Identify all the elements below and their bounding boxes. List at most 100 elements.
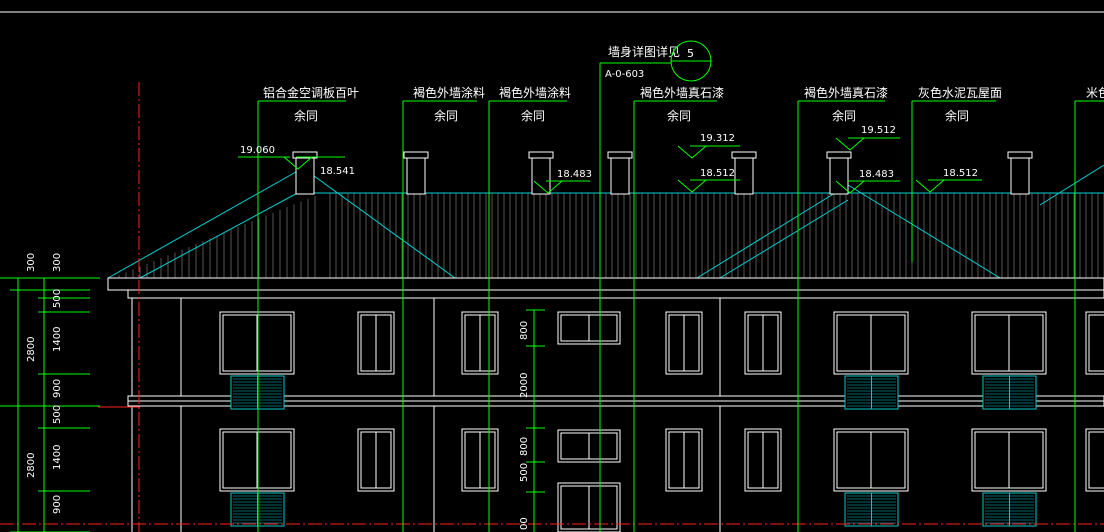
ac-louver: [844, 492, 899, 527]
label-brown-stone-1: 褐色外墙真石漆: [640, 85, 724, 100]
leader-layer: [0, 63, 1104, 532]
dim-value: 800: [519, 321, 530, 340]
roof-hip-center-inner: [847, 184, 1001, 279]
elevation-value: 18.541: [320, 166, 355, 177]
elevation-marker-triangle: [835, 137, 865, 151]
detail-ref-number: 5: [687, 47, 694, 60]
chimney: [610, 157, 630, 195]
window: [357, 311, 395, 375]
window: [971, 311, 1047, 375]
dim-value: 500: [52, 289, 63, 308]
dim-value: 2800: [26, 453, 37, 478]
label-brown-stone-2-sub: 余同: [832, 108, 856, 123]
chimney: [531, 157, 551, 195]
window-inner: [1088, 431, 1104, 489]
cornice-band: [127, 289, 1104, 299]
roof-hip-left: [107, 167, 304, 279]
window: [744, 311, 782, 375]
elevation-marks: 19.060 18.541 18.483 19.312 18.512 19.51…: [240, 125, 978, 180]
window: [1085, 311, 1104, 375]
dim-value: 800: [519, 437, 530, 456]
wall-layer: [107, 277, 1104, 532]
elevation-value: 19.312: [700, 133, 735, 144]
detail-reference[interactable]: 墙身详图详见 5 A-0-603: [600, 40, 712, 82]
label-aluminum-louver: 铝合金空调板百叶: [263, 85, 359, 100]
material-annotations: 铝合金空调板百叶 余同 褐色外墙涂料 余同 褐色外墙涂料 余同 褐色外墙真石漆 …: [263, 85, 1104, 123]
window-layer: [219, 311, 1104, 532]
roof-hip-left-2: [139, 189, 304, 279]
label-brown-paint-1: 褐色外墙涂料: [413, 85, 485, 100]
elevation-marker-triangle: [283, 156, 313, 170]
window: [219, 311, 295, 375]
label-aluminum-louver-sub: 余同: [294, 108, 318, 123]
window: [1085, 428, 1104, 492]
window: [461, 428, 499, 492]
elevation-value: 19.512: [861, 125, 896, 136]
dim-value: 900: [52, 495, 63, 514]
roof-hip-center: [696, 184, 849, 279]
window: [833, 428, 909, 492]
roof-hip-left-inner: [302, 167, 456, 279]
elevation-marker-triangle: [533, 180, 563, 194]
elevation-marker-triangle: [835, 180, 865, 194]
dim-value: 500: [52, 405, 63, 424]
dimension-center: 800 2000 800 500 00: [519, 321, 530, 530]
ac-louver: [844, 375, 899, 410]
window-frame: [1085, 311, 1104, 375]
window: [833, 311, 909, 375]
window: [557, 429, 621, 463]
chimney-cap: [826, 151, 852, 159]
chimney-cap: [292, 151, 318, 159]
label-brown-paint-2-sub: 余同: [521, 108, 545, 123]
axis-layer: [0, 82, 1104, 532]
chimney: [406, 157, 426, 195]
elevation-marker-triangle: [677, 145, 707, 159]
label-brown-paint-2: 褐色外墙涂料: [499, 85, 571, 100]
elevation-value: 18.483: [557, 169, 592, 180]
detail-ref-text: 墙身详图详见: [608, 44, 680, 59]
window: [219, 428, 295, 492]
dim-value: 2800: [26, 337, 37, 362]
chimney: [1010, 157, 1030, 195]
dim-value: 1400: [52, 327, 63, 352]
elevation-value: 18.512: [943, 168, 978, 179]
ac-louver: [982, 492, 1037, 527]
dim-value: 900: [52, 379, 63, 398]
label-brown-stone-1-sub: 余同: [667, 108, 691, 123]
roof-hip-right: [1039, 164, 1104, 206]
dimension-left-inner: 300 500 1400 900 500 1400 900: [52, 253, 63, 514]
label-beige-cut: 米色: [1086, 86, 1104, 100]
chimney-cap: [731, 151, 757, 159]
label-grey-tile-roof: 灰色水泥瓦屋面: [918, 86, 1002, 100]
window-frame: [1085, 428, 1104, 492]
window: [971, 428, 1047, 492]
label-brown-paint-1-sub: 余同: [434, 108, 458, 123]
dimension-left-outer: 300 2800 2800: [26, 253, 37, 478]
chimney: [734, 157, 754, 195]
dim-value: 500: [519, 463, 530, 482]
window: [665, 311, 703, 375]
window: [557, 482, 621, 532]
chimney-cap: [528, 151, 554, 159]
elevation-value: 18.483: [859, 169, 894, 180]
chimney-cap: [403, 151, 429, 159]
dim-value: 2000: [519, 373, 530, 398]
dim-value: 300: [52, 253, 63, 272]
window: [557, 311, 621, 345]
chimney-cap: [607, 151, 633, 159]
detail-ref-sheet: A-0-603: [605, 69, 644, 80]
roof-fascia: [107, 277, 1104, 291]
elevation-marker-triangle: [677, 179, 707, 193]
dim-value: 00: [519, 517, 530, 530]
dim-value: 300: [26, 253, 37, 272]
elevation-value: 19.060: [240, 145, 275, 156]
window: [744, 428, 782, 492]
window: [357, 428, 395, 492]
chimney-cap: [1007, 151, 1033, 159]
roof-hip-center-2: [719, 199, 849, 279]
ac-louver: [982, 375, 1037, 410]
label-grey-tile-roof-sub: 余同: [945, 108, 969, 123]
roof-layer: [107, 151, 1104, 279]
label-brown-stone-2: 褐色外墙真石漆: [804, 85, 888, 100]
